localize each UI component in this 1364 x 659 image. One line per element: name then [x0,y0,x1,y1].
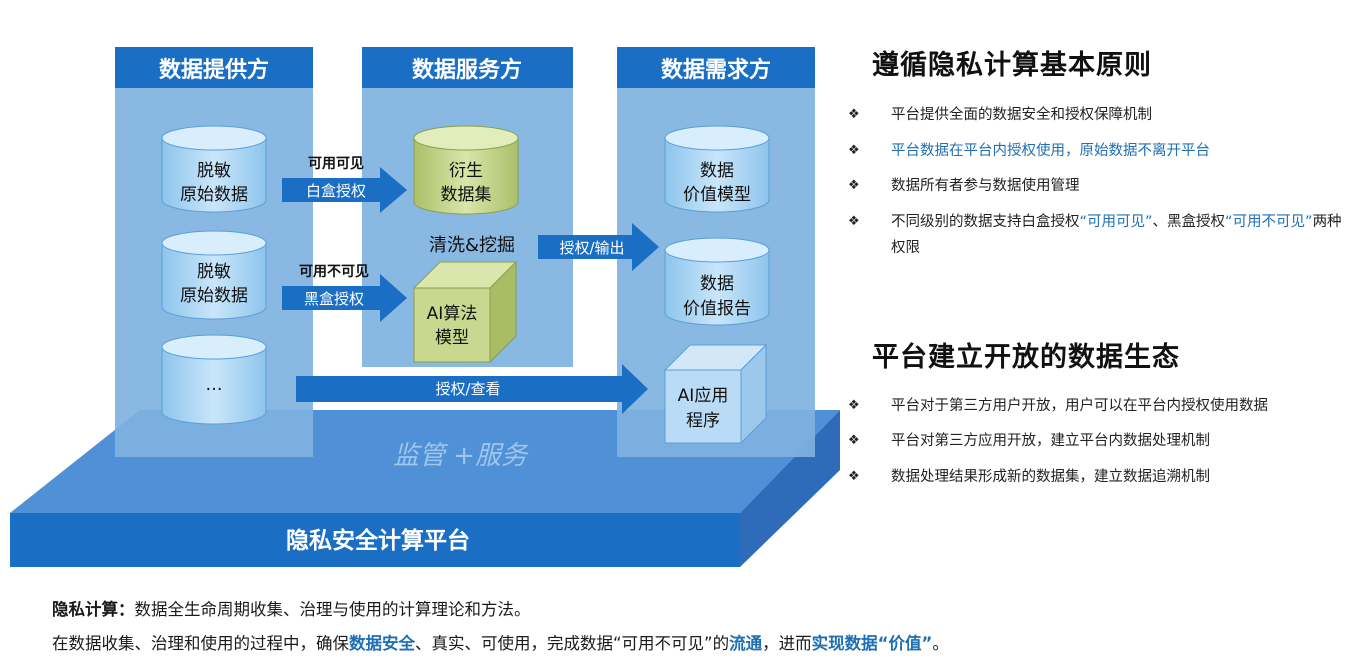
derived-dataset-line2: 数据集 [441,185,492,205]
principle-item-4: ❖ 不同级别的数据支持白盒授权“可用可见”、黑盒授权“可用不可见”两种权限 [848,209,1348,263]
ai-model-line1: AI算法 [427,304,478,324]
footer-line-2: 在数据收集、治理和使用的过程中，确保数据安全、真实、可使用，完成数据“可用不可见… [52,630,949,654]
ecosystem-item-3-text: 数据处理结果形成新的数据集，建立数据追溯机制 [891,469,1210,485]
ecosystem-title: 平台建立开放的数据生态 [872,342,1180,373]
principle-item-1-text: 平台提供全面的数据安全和授权保障机制 [891,107,1152,123]
principle-item-4-part3: 两种权限 [891,214,1342,256]
diamond-bullet-icon: ❖ [848,178,860,193]
column-header-service: 数据服务方 [412,57,522,83]
principle-item-4-quote2: “可用不可见” [1225,214,1313,230]
footer-highlight-realize-value: 实现数据“价值” [811,634,933,653]
diamond-bullet-icon: ❖ [848,214,860,229]
arrow-black-box-label: 黑盒授权 [304,290,364,308]
column-header-provider: 数据提供方 [159,57,269,83]
platform-diagram: 数据提供方 数据服务方 数据需求方 脱敏 原始数据 脱敏 原始数据 … 衍生 数… [10,47,840,567]
derived-dataset-line1: 衍生 [449,161,483,181]
ai-app-line1: AI应用 [678,386,729,406]
platform-overlay-text: 监管 +服务 [393,441,529,471]
footer-highlight-circulation: 流通 [729,634,763,653]
process-label: 清洗&挖掘 [429,235,515,256]
arrow-auth-view: 授权/查看 [296,364,648,414]
arrow-black-box: 可用不可见 黑盒授权 [282,264,407,322]
provider-cylinder-3-line1: … [206,375,223,395]
demand-cylinder-2: 数据 价值报告 [664,237,770,326]
demand-cylinder-2-line2: 价值报告 [683,299,751,319]
provider-cylinder-2: 脱敏 原始数据 [161,230,267,320]
footer-definition-label: 隐私计算： [52,600,135,619]
provider-cylinder-1-line1: 脱敏 [197,161,231,181]
principle-item-4-quote1: “可用可见” [1079,214,1153,230]
diamond-bullet-icon: ❖ [848,143,860,158]
demand-cylinder-1: 数据 价值模型 [664,125,770,213]
footer-line2-part2: 、真实、可使用，完成数据“可用不可见”的 [415,634,730,653]
principle-item-4-part1: 不同级别的数据支持白盒授权 [891,214,1080,230]
footer-line2-part1: 在数据收集、治理和使用的过程中，确保 [52,634,349,653]
demand-cylinder-1-line1: 数据 [700,161,734,181]
principle-item-2-text: 平台数据在平台内授权使用，原始数据不离开平台 [891,143,1210,159]
diamond-bullet-icon: ❖ [848,107,860,122]
arrow-white-box: 可用可见 白盒授权 [282,156,407,213]
ai-model-line2: 模型 [435,328,469,348]
demand-cylinder-1-line2: 价值模型 [683,185,751,205]
ecosystem-item-2-text: 平台对第三方应用开放，建立平台内数据处理机制 [891,433,1210,449]
platform-front-face [10,513,740,567]
provider-cylinder-1: 脱敏 原始数据 [161,125,267,213]
diamond-bullet-icon: ❖ [848,469,860,484]
footer-line2-part3: ，进而 [762,634,812,653]
arrow-white-box-top-label: 可用可见 [308,156,364,172]
arrow-black-box-top-label: 可用不可见 [299,264,369,280]
platform-name: 隐私安全计算平台 [286,527,470,554]
arrow-auth-view-label: 授权/查看 [435,380,500,398]
ai-app-cube: AI应用 程序 [663,343,768,445]
principle-item-3-text: 数据所有者参与数据使用管理 [891,178,1080,194]
provider-cylinder-3: … [161,334,267,425]
derived-dataset-cylinder: 衍生 数据集 [413,125,519,215]
ai-app-line2: 程序 [686,411,720,431]
footer-definition-text: 数据全生命周期收集、治理与使用的计算理论和方法。 [134,600,531,619]
diamond-bullet-icon: ❖ [848,398,860,413]
footer-line-1: 隐私计算：数据全生命周期收集、治理与使用的计算理论和方法。 [52,596,531,620]
provider-cylinder-1-line2: 原始数据 [180,185,248,205]
provider-cylinder-2-line1: 脱敏 [197,262,231,282]
principles-title: 遵循隐私计算基本原则 [872,50,1152,81]
principle-item-4-text: 不同级别的数据支持白盒授权“可用可见”、黑盒授权“可用不可见”两种权限 [891,209,1351,261]
column-header-demand: 数据需求方 [661,57,771,83]
principle-item-4-part2: 、黑盒授权 [1152,214,1226,230]
arrow-auth-output: 授权/输出 [538,223,659,271]
provider-cylinder-2-line2: 原始数据 [180,286,248,306]
ai-model-cube: AI算法 模型 [412,260,518,364]
arrow-auth-output-label: 授权/输出 [559,239,624,257]
ecosystem-item-1-text: 平台对于第三方用户开放，用户可以在平台内授权使用数据 [891,398,1268,414]
demand-cylinder-2-line1: 数据 [700,274,734,294]
footer-line2-part4: 。 [932,634,949,653]
footer-highlight-data-security: 数据安全 [349,634,415,653]
diamond-bullet-icon: ❖ [848,433,860,448]
column-provider [115,47,313,457]
arrow-white-box-label: 白盒授权 [306,182,366,200]
